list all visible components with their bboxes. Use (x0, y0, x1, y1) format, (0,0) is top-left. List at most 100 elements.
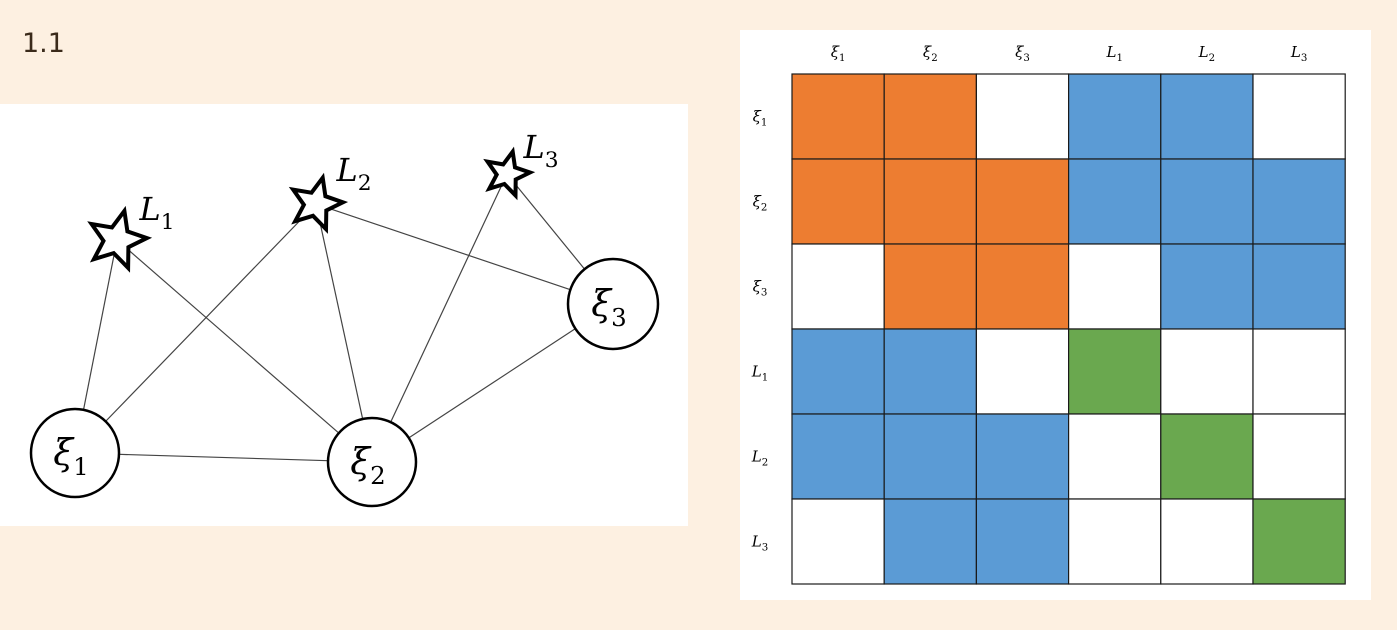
matrix-cell-r2-c3 (975, 158, 1070, 245)
matrix-cell-r2-c5 (1160, 158, 1254, 245)
matrix-cell-r1-c3 (975, 73, 1070, 160)
column-label-5: L2 (1198, 43, 1215, 64)
matrix-cell-r3-c1 (791, 243, 885, 330)
column-label-4: L1 (1105, 43, 1122, 64)
row-label-6-base: L (751, 533, 762, 551)
row-label-5: L2 (751, 448, 768, 469)
column-label-3-subscript: 3 (1023, 53, 1029, 64)
node-label-xi2-subscript: 2 (370, 461, 386, 490)
matrix-cell-r4-c6 (1252, 328, 1346, 415)
node-label-L1-base: L (138, 190, 160, 228)
edge-xi2-L2 (317, 211, 364, 420)
node-L1: L1 (87, 190, 175, 273)
matrix-cell-r1-c6 (1252, 73, 1346, 160)
matrix-cell-r5-c3 (975, 413, 1070, 500)
column-label-2-base: ξ (923, 43, 932, 61)
matrix-cell-r5-c1 (791, 413, 885, 500)
matrix-cell-r4-c2 (883, 328, 977, 415)
node-label-xi1: ξ1 (53, 433, 88, 481)
matrix-cell-r6-c5 (1160, 498, 1254, 585)
node-label-L2-subscript: 2 (358, 171, 372, 196)
matrix-cell-r3-c4 (1068, 243, 1162, 330)
row-label-1-base: ξ (753, 108, 762, 126)
column-label-3: ξ3 (1015, 43, 1030, 64)
column-label-1: ξ1 (831, 43, 846, 64)
matrix-cell-r5-c5 (1160, 413, 1254, 500)
node-circle-xi2 (326, 416, 418, 508)
edge-xi2-L1 (122, 244, 340, 434)
column-label-6: L3 (1290, 43, 1307, 64)
matrix-cell-r1-c5 (1160, 73, 1254, 160)
matrix-cell-r1-c4 (1068, 73, 1162, 160)
edge-xi2-L3 (390, 180, 505, 423)
matrix-cell-r2-c4 (1068, 158, 1162, 245)
column-label-5-base: L (1198, 43, 1209, 61)
column-label-1-subscript: 1 (839, 53, 845, 64)
matrix-cell-r5-c6 (1252, 413, 1346, 500)
column-label-1-base: ξ (831, 43, 840, 61)
node-xi3: ξ3 (566, 257, 660, 351)
node-label-xi3-base: ξ (591, 284, 613, 325)
column-label-2-subscript: 2 (931, 53, 937, 64)
matrix-cell-r1-c2 (883, 73, 977, 160)
matrix-cell-r1-c1 (791, 73, 885, 160)
matrix-cell-r6-c4 (1068, 498, 1162, 585)
node-label-L3-base: L (522, 128, 544, 166)
row-label-5-subscript: 2 (762, 458, 768, 469)
matrix-cells (791, 73, 1346, 585)
row-label-3-subscript: 3 (761, 288, 767, 299)
node-label-L2-base: L (335, 151, 357, 189)
node-L3: L3 (483, 128, 559, 201)
node-xi2: ξ2 (326, 416, 418, 508)
node-circle-xi3 (566, 257, 660, 351)
matrix-cell-r4-c5 (1160, 328, 1254, 415)
star-icon-L3 (483, 146, 536, 201)
row-label-3: ξ3 (753, 278, 768, 299)
matrix-cell-r2-c2 (883, 158, 977, 245)
edge-xi2-xi3 (408, 328, 576, 439)
edge-xi1-L1 (82, 247, 117, 410)
row-label-1: ξ1 (753, 108, 768, 129)
row-label-2: ξ2 (753, 193, 768, 214)
star-icon-L1 (87, 205, 153, 273)
row-label-2-subscript: 2 (761, 203, 767, 214)
matrix-cell-r3-c3 (975, 243, 1070, 330)
row-label-6: L3 (751, 533, 768, 554)
node-label-xi1-base: ξ (53, 433, 75, 474)
node-label-xi1-subscript: 1 (73, 452, 89, 481)
matrix-cell-r5-c4 (1068, 413, 1162, 500)
node-xi1: ξ1 (29, 407, 121, 499)
row-label-6-subscript: 3 (762, 543, 768, 554)
matrix-cell-r6-c6 (1252, 498, 1346, 585)
edge-xi1-L2 (105, 209, 311, 422)
matrix-cell-r6-c2 (883, 498, 977, 585)
edge-xi3-L3 (511, 179, 586, 270)
node-circle-xi1 (29, 407, 121, 499)
edge-xi1-xi2 (118, 453, 329, 462)
node-label-xi3-subscript: 3 (611, 303, 627, 332)
row-label-5-base: L (751, 448, 762, 466)
column-label-6-subscript: 3 (1301, 53, 1307, 64)
column-label-4-subscript: 1 (1116, 53, 1122, 64)
row-label-3-base: ξ (753, 278, 762, 296)
matrix-cell-r4-c4 (1068, 328, 1162, 415)
node-L2: L2 (288, 151, 372, 234)
matrix-cell-r3-c6 (1252, 243, 1346, 330)
graph-edges (82, 179, 586, 462)
row-label-1-subscript: 1 (761, 118, 767, 129)
node-label-xi2-base: ξ (350, 442, 372, 483)
matrix-cell-r4-c1 (791, 328, 885, 415)
column-label-6-base: L (1290, 43, 1301, 61)
column-label-3-base: ξ (1015, 43, 1024, 61)
node-label-L1-subscript: 1 (161, 210, 175, 235)
edge-xi3-L2 (323, 205, 571, 291)
row-label-4-base: L (751, 363, 762, 381)
matrix-cell-r4-c3 (975, 328, 1070, 415)
row-label-2-base: ξ (753, 193, 762, 211)
